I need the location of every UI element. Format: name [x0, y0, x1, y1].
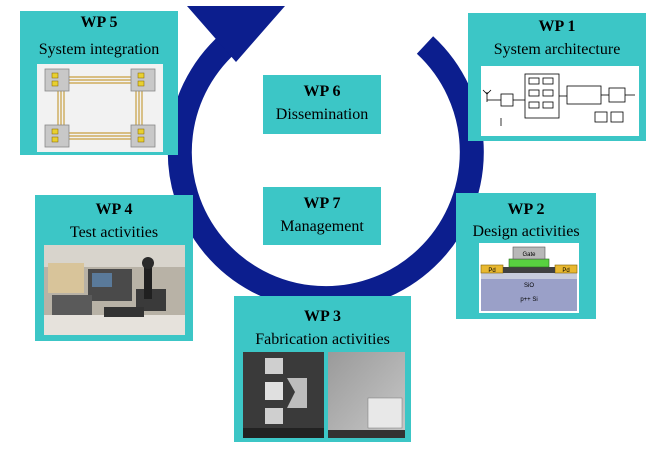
- wp2-pd-right-label: Pd: [562, 268, 569, 274]
- wp4-box: WP 4 Test activities: [35, 195, 193, 341]
- wp4-image: [44, 245, 185, 335]
- wp6-title: Dissemination: [275, 106, 369, 123]
- wp4-title: Test activities: [69, 224, 159, 241]
- wp2-pd-left-label: Pd: [488, 268, 495, 274]
- wp5-title: System integration: [38, 41, 160, 58]
- wp7-box: WP 7 Management: [263, 187, 381, 245]
- wp1-title: System architecture: [493, 41, 621, 58]
- wp5-image: [37, 64, 163, 152]
- wp7-label: WP 7: [303, 195, 341, 212]
- wp6-label: WP 6: [303, 83, 341, 100]
- wp3-image-right: [328, 352, 405, 438]
- wp3-label: WP 3: [304, 308, 341, 325]
- wp2-substrate-label: p++ Si: [520, 297, 537, 303]
- wp3-title: Fabrication activities: [255, 331, 390, 348]
- wp7-title: Management: [280, 218, 364, 235]
- wp3-image-left: [243, 352, 324, 438]
- wp2-label: WP 2: [507, 201, 545, 218]
- wp5-label: WP 5: [80, 14, 118, 31]
- wp2-title: Design activities: [472, 223, 580, 240]
- wp1-label: WP 1: [538, 18, 576, 35]
- wp2-box: WP 2 Design activities Gate Pd Pd SiO p+…: [456, 193, 596, 319]
- wp2-image: Gate Pd Pd SiO p++ Si: [479, 243, 579, 313]
- wp2-gate-label: Gate: [522, 252, 536, 258]
- wp3-box: WP 3 Fabrication activities: [234, 296, 411, 442]
- wp5-box: WP 5 System integration: [20, 11, 178, 155]
- wp4-label: WP 4: [95, 201, 133, 218]
- wp2-oxide-label: SiO: [524, 283, 534, 289]
- wp6-box: WP 6 Dissemination: [263, 75, 381, 134]
- wp1-image: [481, 66, 639, 136]
- wp1-box: WP 1 System architecture: [468, 13, 646, 141]
- cycle-arrowhead: [187, 6, 285, 62]
